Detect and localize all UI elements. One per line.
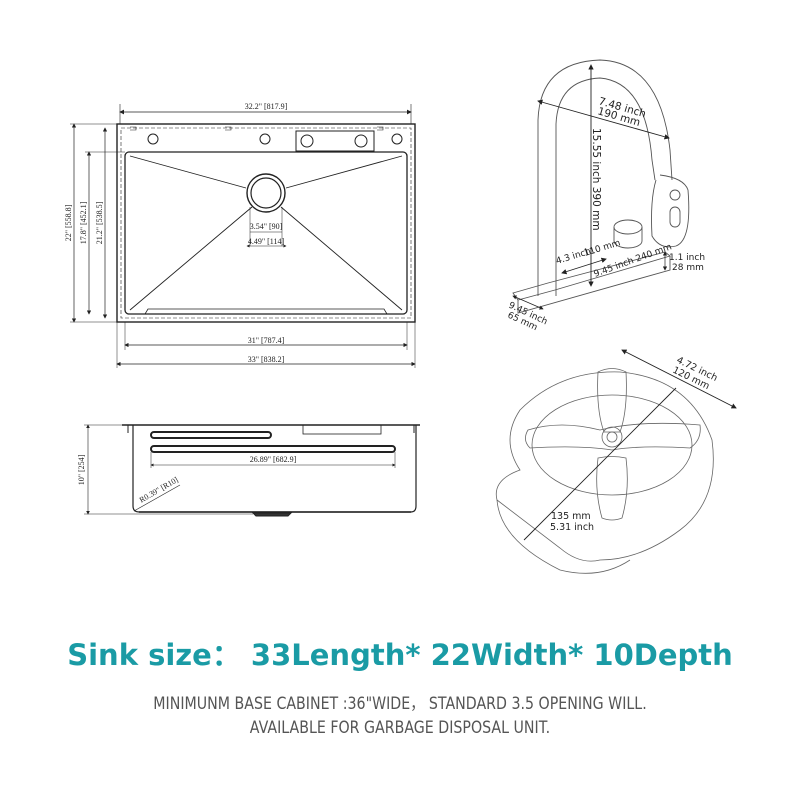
drain-inner-label: 3.54" [90] [250, 222, 283, 231]
outer-width-label: 33" [838.2] [248, 355, 285, 364]
overall-width-label: 32.2" [817.9] [245, 102, 288, 111]
faucet-base-height-inch: 1.1 inch [669, 253, 705, 263]
faucet-height-label: 15.55 inch 390 mm [590, 128, 602, 231]
ledge-length-label: 26.89" [682.9] [250, 455, 297, 464]
sink-side-view [84, 424, 420, 517]
inner-depth-label: 17.8" [452.1] [79, 201, 88, 244]
disposal-availability-text: AVAILABLE FOR GARBAGE DISPOSAL UNIT. [249, 718, 551, 737]
faucet-base-height-mm: 28 mm [672, 263, 704, 273]
faucet-dimension-lines [512, 64, 670, 310]
inner-width-label: 31" [787.4] [248, 336, 285, 345]
cabinet-requirement-text: MINIMUNM BASE CABINET :36"WIDE， STANDARD… [153, 694, 647, 713]
sink-top-view [70, 104, 416, 368]
rinser-length-inch: 5.31 inch [550, 522, 594, 533]
drain-outer-label: 4.49" [114] [248, 237, 285, 246]
rinser-length-mm: 135 mm [551, 511, 591, 522]
side-depth-label: 10" [254] [77, 454, 86, 485]
corner-radius-label: R0.39" [R10] [138, 475, 180, 505]
sink-size-headline: Sink size： 33Length* 22Width* 10Depth [67, 638, 733, 672]
bowl-depth-label: 21.2" [538.5] [95, 201, 104, 244]
glass-rinser-drawing [495, 368, 714, 574]
rinser-dimension-lines [523, 349, 737, 541]
overall-depth-label: 22" [558.8] [64, 204, 73, 241]
faucet-spout-mm: 110 mm [583, 238, 622, 259]
